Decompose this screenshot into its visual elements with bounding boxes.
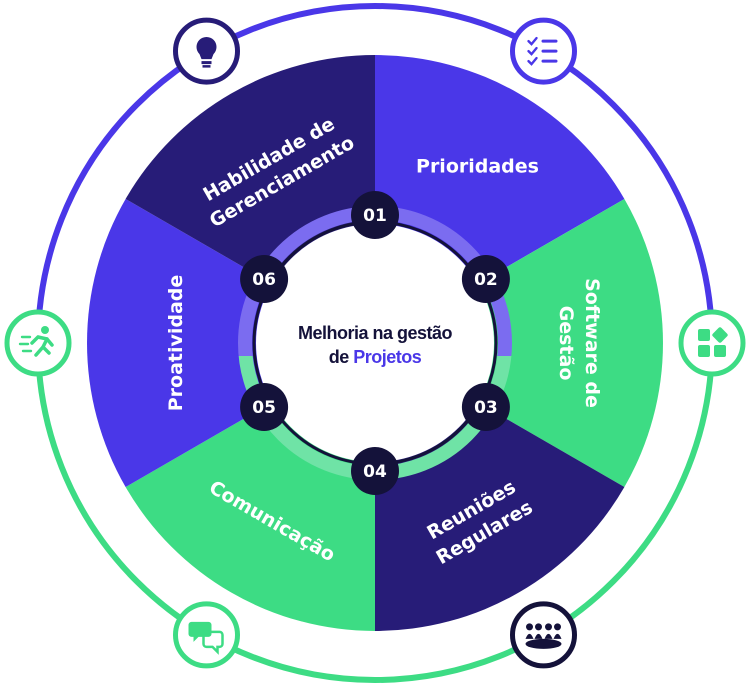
segment-label-line: Prioridades <box>416 156 539 178</box>
number-badge-circle <box>461 383 510 431</box>
segment-label-line: Proatividade <box>165 275 187 412</box>
number-badge-06: 06 <box>240 255 289 303</box>
segment-label-02: Software deGestão <box>555 278 603 408</box>
number-badge-04: 04 <box>351 447 399 495</box>
number-badge-02: 02 <box>461 255 510 303</box>
center-disc <box>256 224 494 462</box>
number-badges: 01 02 03 04 05 06 <box>240 191 510 495</box>
number-badge-circle <box>351 191 399 239</box>
segment-02 <box>375 199 663 487</box>
segment-05 <box>87 199 375 487</box>
number-badge-circle <box>351 447 399 495</box>
number-badge-text: 05 <box>252 398 276 418</box>
blocks-icon <box>678 309 746 377</box>
number-badge-03: 03 <box>461 383 510 431</box>
number-badge-text: 02 <box>474 270 498 290</box>
number-badge-circle <box>240 255 289 303</box>
number-badge-text: 03 <box>474 398 498 418</box>
number-badge-text: 01 <box>363 206 387 226</box>
lightbulb-icon <box>173 17 240 85</box>
outer-icons <box>4 17 746 669</box>
number-badge-circle <box>461 255 510 303</box>
number-badge-text: 06 <box>252 270 276 290</box>
center-title-line1: Melhoria na gestão <box>298 323 453 343</box>
segment-label-line: Gestão <box>555 306 577 381</box>
center-title-line2: de Projetos <box>329 347 422 367</box>
team-meeting-icon <box>510 601 577 669</box>
center-title-prefix: de <box>329 347 354 367</box>
segment-label-line: Software de <box>581 278 603 408</box>
number-badge-01: 01 <box>351 191 399 239</box>
segment-label-05: Proatividade <box>165 275 187 412</box>
chat-bubbles-icon <box>173 601 240 669</box>
number-badge-05: 05 <box>240 383 289 431</box>
number-badge-circle <box>240 383 289 431</box>
segment-label-01: Prioridades <box>416 156 539 178</box>
checklist-icon <box>510 17 577 85</box>
center-title-highlight: Projetos <box>353 347 422 367</box>
number-badge-text: 04 <box>363 462 387 482</box>
running-person-icon <box>4 309 72 377</box>
